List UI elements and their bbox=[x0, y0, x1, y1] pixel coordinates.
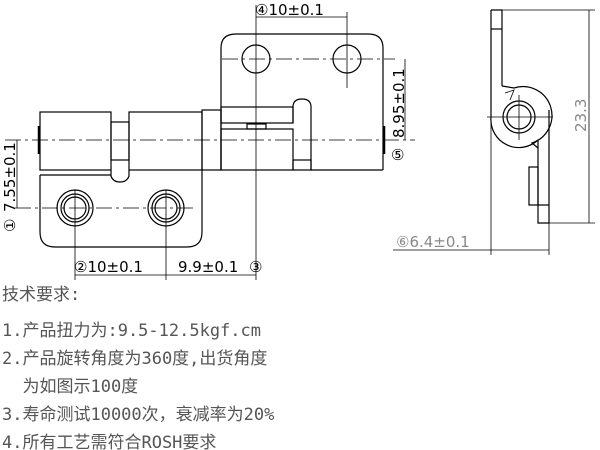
note-item: 2.产品旋转角度为360度,出货角度 bbox=[2, 349, 268, 369]
side-view bbox=[393, 9, 595, 255]
barrel bbox=[37, 98, 386, 183]
notes-title: 技术要求: bbox=[2, 285, 81, 305]
dim-bottom-offset: 7.55±0.1 bbox=[1, 142, 19, 212]
note-item: 为如图示100度 bbox=[2, 377, 139, 397]
front-view bbox=[5, 5, 415, 280]
dim-marker-1: ① bbox=[1, 219, 19, 232]
bottom-plate bbox=[39, 170, 203, 248]
top-plate bbox=[220, 33, 384, 170]
dim-thickness: ⑥6.4±0.1 bbox=[396, 233, 470, 251]
note-item: 3.寿命测试10000次，衰减率为20% bbox=[2, 405, 275, 425]
dim-total-height: 23.3 bbox=[572, 99, 590, 132]
technical-requirements: 技术要求: 1.产品扭力为:9.5-12.5kgf.cm 2.产品旋转角度为36… bbox=[2, 281, 274, 450]
dim-hole-to-hole: 9.9±0.1 bbox=[178, 258, 238, 276]
note-item: 4.所有工艺需符合ROSH要求 bbox=[2, 433, 217, 450]
dim-bottom-hole-spacing: ②10±0.1 bbox=[74, 258, 143, 276]
dim-marker-3: ③ bbox=[249, 258, 262, 276]
dim-top-hole-spacing: ④10±0.1 bbox=[255, 1, 324, 19]
note-item: 1.产品扭力为:9.5-12.5kgf.cm bbox=[2, 321, 261, 341]
dim-marker-5: ⑤ bbox=[391, 146, 404, 164]
dim-top-offset: 8.95±0.1 bbox=[390, 68, 408, 138]
